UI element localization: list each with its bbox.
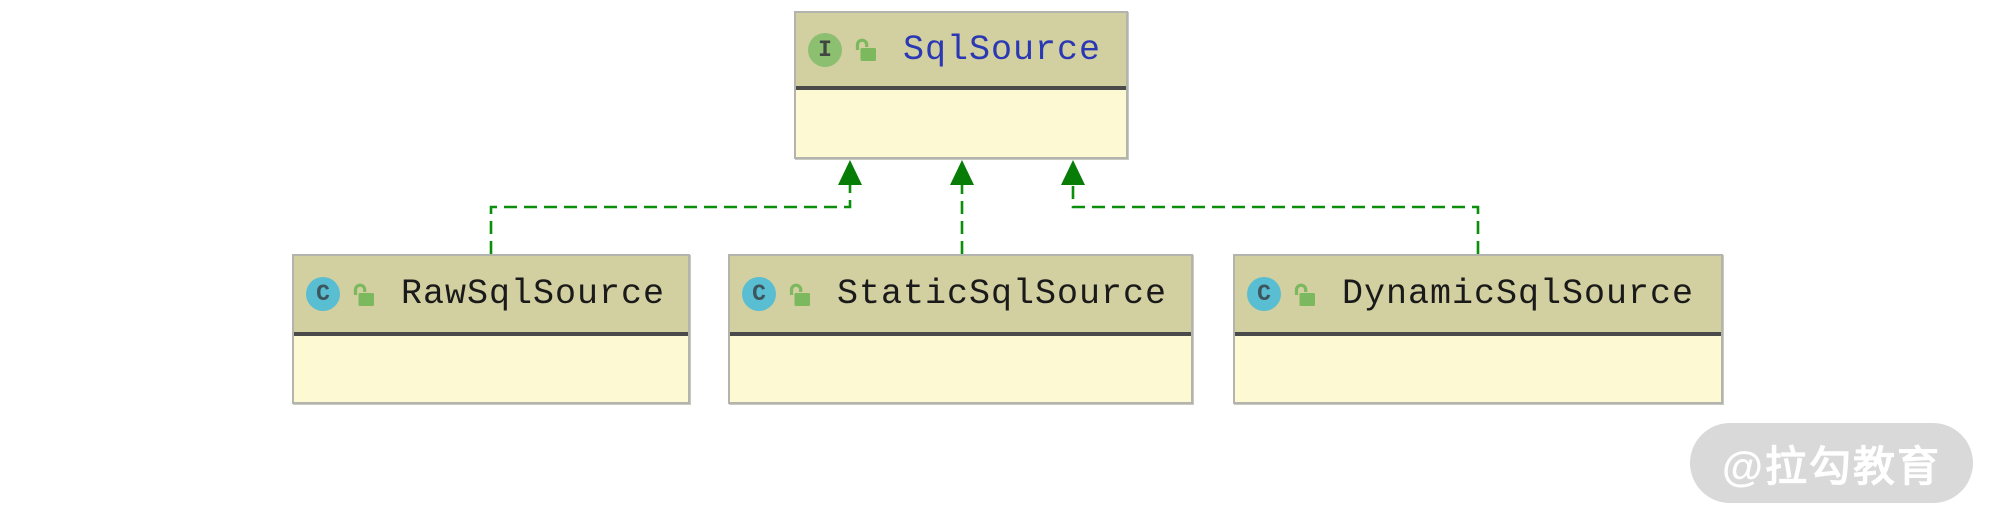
interface-icon: I [808, 32, 842, 67]
watermark-text: @拉勾教育 [1722, 442, 1941, 490]
implements-edge-rawsqlsource[interactable] [489, 160, 862, 254]
node-title: SqlSource [903, 29, 1102, 70]
public-open-lock-icon [1291, 281, 1318, 308]
node-title: RawSqlSource [401, 274, 666, 314]
implements-edge-dynamicsqlsource[interactable] [1061, 160, 1480, 254]
node-header: C DynamicSqlSource [1235, 256, 1721, 336]
class-icon: C [1247, 277, 1281, 311]
uml-node-staticsqlsource[interactable]: C StaticSqlSource [728, 254, 1193, 404]
implements-edge-staticsqlsource[interactable] [950, 160, 974, 254]
members-compartment [1235, 336, 1721, 402]
watermark-badge: @拉勾教育 [1690, 423, 1973, 503]
members-compartment [294, 336, 688, 402]
uml-node-sqlsource[interactable]: I SqlSource [794, 11, 1128, 159]
members-compartment [730, 336, 1191, 402]
node-title: StaticSqlSource [837, 274, 1168, 314]
members-compartment [796, 90, 1126, 157]
public-open-lock-icon [786, 281, 813, 308]
node-header: C StaticSqlSource [730, 256, 1191, 336]
node-header: C RawSqlSource [294, 256, 688, 336]
public-open-lock-icon [350, 281, 377, 308]
class-icon: C [306, 277, 340, 311]
uml-node-rawsqlsource[interactable]: C RawSqlSource [292, 254, 690, 404]
public-open-lock-icon [852, 36, 879, 63]
node-header: I SqlSource [796, 13, 1126, 90]
uml-node-dynamicsqlsource[interactable]: C DynamicSqlSource [1233, 254, 1723, 404]
node-title: DynamicSqlSource [1342, 274, 1695, 314]
class-icon: C [742, 277, 776, 311]
